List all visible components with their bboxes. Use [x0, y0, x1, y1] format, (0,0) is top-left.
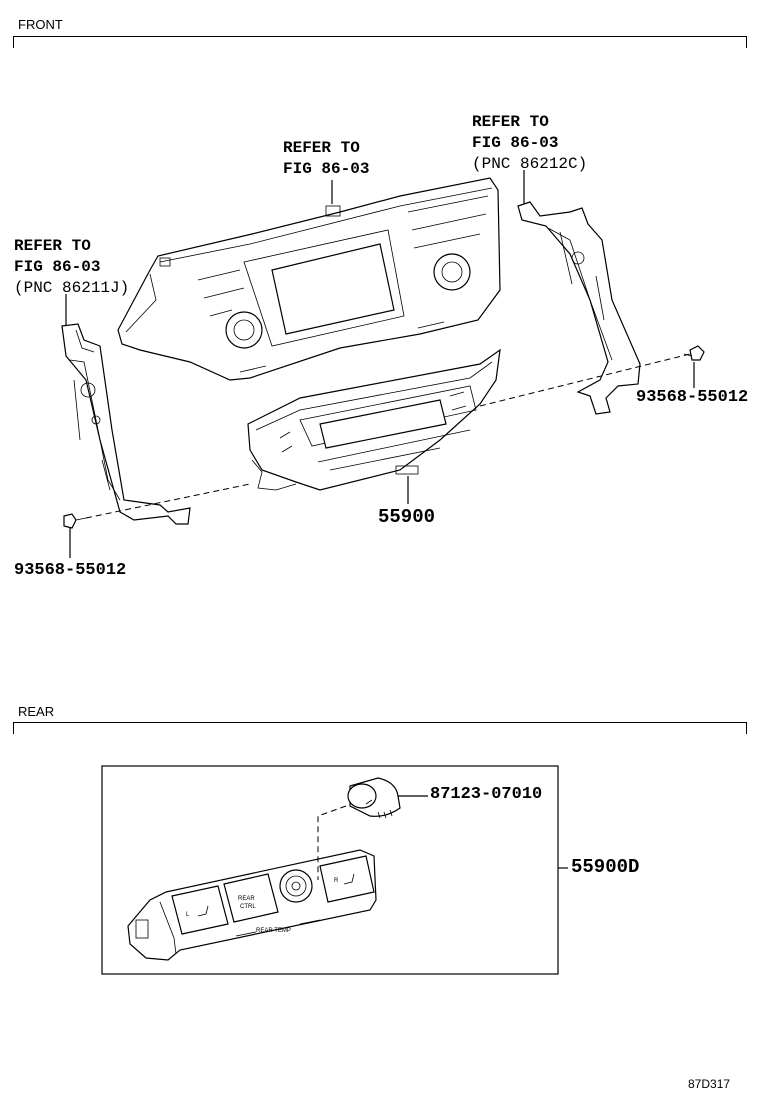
right-reference-label: REFER TO FIG 86-03 (PNC 86212C) [472, 112, 587, 175]
front-rule-left-tick [13, 36, 14, 48]
rear-rule-right-tick [746, 722, 747, 734]
part-number-rear-panel: 55900D [571, 856, 640, 878]
center-reference-label: REFER TO FIG 86-03 [283, 138, 369, 180]
rear-section-rule [13, 722, 747, 723]
rear-ctrl-line1: REAR [238, 896, 255, 902]
knob-part [347, 777, 401, 819]
part-number-climate-panel: 55900 [378, 506, 436, 528]
figure-id: 87D317 [688, 1077, 731, 1091]
rear-seat-panel: L REAR CTRL REAR TEMP R [127, 849, 377, 961]
left-ref-line2: FIG 86-03 [14, 258, 101, 276]
left-seat-button-label: L [186, 912, 190, 918]
part-number-knob: 87123-07010 [430, 785, 543, 804]
part-number-screw-left: 93568-55012 [14, 561, 127, 580]
rear-section-title: REAR [18, 704, 55, 719]
rear-panel-frame [101, 765, 559, 975]
screw-right [683, 345, 705, 361]
front-rule-right-tick [746, 36, 747, 48]
climate-panel [247, 348, 501, 491]
head-unit [117, 177, 501, 381]
right-bracket [517, 201, 641, 415]
rear-temp-label: REAR TEMP [256, 928, 291, 934]
rear-ctrl-line2: CTRL [240, 904, 256, 910]
left-reference-label: REFER TO FIG 86-03 (PNC 86211J) [14, 236, 129, 299]
center-ref-line2: FIG 86-03 [283, 160, 370, 178]
front-section-rule [13, 36, 747, 37]
screw-alignment-line [85, 353, 691, 519]
part-number-screw-right: 93568-55012 [636, 388, 749, 407]
right-ref-line1: REFER TO [472, 113, 549, 131]
left-bracket [61, 323, 191, 525]
left-ref-line3: (PNC 86211J) [14, 279, 130, 297]
center-ref-line1: REFER TO [283, 139, 360, 157]
screw-left [63, 513, 87, 529]
left-ref-line1: REFER TO [14, 237, 91, 255]
knob-alignment-line [317, 805, 347, 880]
right-ref-line2: FIG 86-03 [472, 134, 559, 152]
rear-rule-left-tick [13, 722, 14, 734]
right-ref-line3: (PNC 86212C) [472, 155, 588, 173]
front-section-title: FRONT [18, 17, 63, 32]
right-seat-button-label: R [334, 878, 339, 884]
